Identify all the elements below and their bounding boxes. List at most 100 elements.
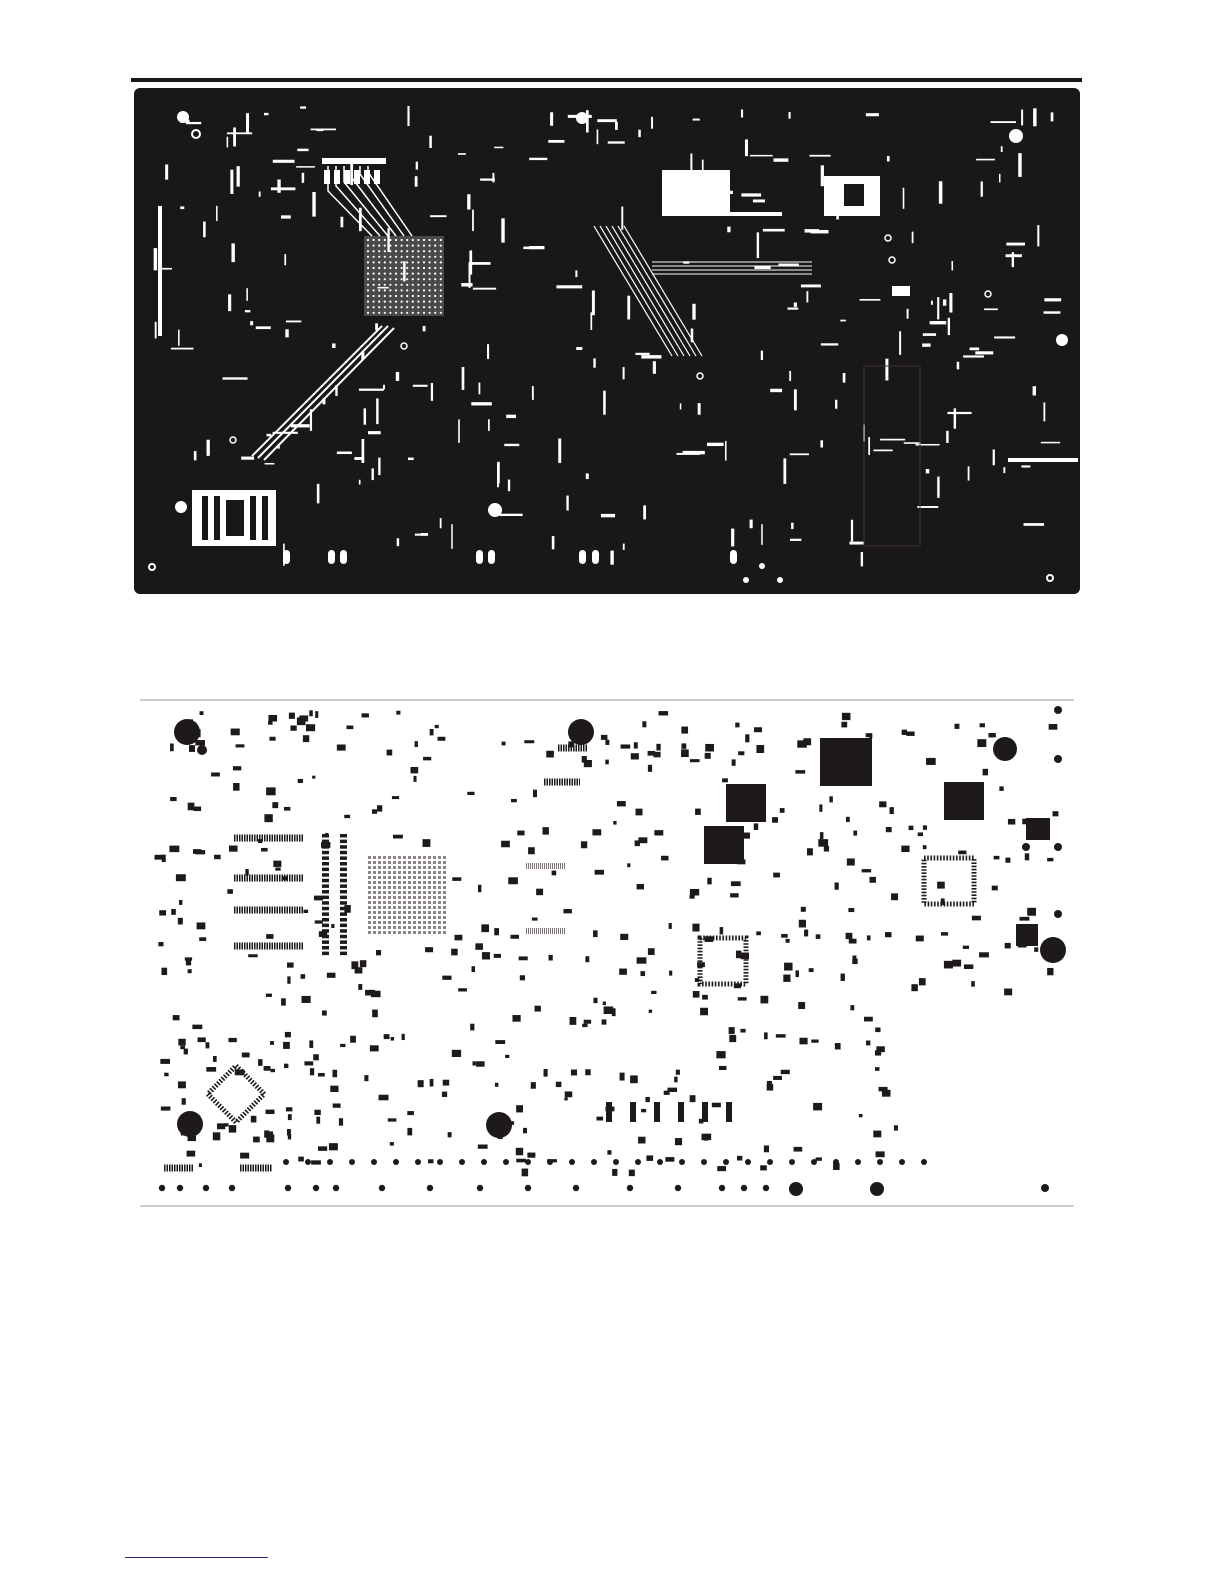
bga-ball [429,245,431,247]
smd-pad [322,851,329,855]
bga-pad [398,876,401,879]
bga-pad [393,906,396,909]
smd-pad [213,1132,221,1140]
bga-ball [367,250,369,252]
smd-pad [340,901,347,905]
trace-fragment [566,496,568,511]
trace-fragment [724,191,733,194]
smd-pad [372,1010,378,1018]
smd-pad [322,924,329,928]
bga-pad [393,881,396,884]
bga-pad [378,871,381,874]
smd-pad [371,991,381,997]
trace-fragment [635,353,649,355]
smd-pad [195,740,205,745]
smd-pad [801,907,806,912]
bga-pad [403,866,406,869]
smd-pad [535,1006,541,1012]
round-pad [675,1185,681,1191]
round-pad [627,1185,633,1191]
smd-pad [641,1109,646,1112]
trace-fragment [203,222,206,238]
smd-pad [211,772,220,776]
round-pad [719,1185,725,1191]
bga-pad [443,901,446,904]
smd-pad [384,1034,390,1039]
smd-pad [585,1069,590,1075]
bga-ball [378,284,380,286]
bga-ball [412,250,414,252]
trace-fragment [407,106,409,126]
trace-fragment [335,385,337,396]
round-pad [305,1159,311,1165]
smd-pad [741,953,749,960]
smd-pad [552,871,557,876]
smd-pad [268,715,277,722]
smd-pad [318,1073,325,1077]
trace-fragment [623,544,625,550]
bga-pad [388,926,391,929]
trace-fragment [1006,243,1025,246]
smd-pad [592,829,601,835]
bga-pad [433,891,436,894]
bga-ball [440,273,442,275]
bga-ball [395,245,397,247]
smd-pad [667,1088,677,1092]
bga-pad [403,901,406,904]
smd-pad [283,1042,290,1049]
trace-fragment [939,181,942,204]
bga-pad [418,916,421,919]
bga-ball [434,278,436,280]
trace-fragment [227,132,252,134]
smd-pad [501,841,510,847]
bga-pad [423,906,426,909]
bga-pad [408,911,411,914]
trace-fragment [430,215,447,217]
trace-fragment [741,193,761,196]
bga-ball [389,306,391,308]
smd-pad [340,924,347,928]
trace-fragment [586,473,589,479]
bga-pad [433,881,436,884]
round-pad [177,1185,183,1191]
bga-pad [443,861,446,864]
trace-fragment [259,191,261,196]
bga-pad [403,856,406,859]
smd-pad [315,920,323,923]
trace-fragment [506,415,516,418]
bga-pad [413,866,416,869]
smd-pad [849,939,857,944]
trace-fragment [984,308,998,310]
smd-pad [430,729,434,735]
smd-pad [964,964,973,969]
smd-pad [926,758,936,765]
bga-pad [428,856,431,859]
trace-fragment [337,452,352,455]
bga-pad [388,881,391,884]
bga-ball [429,273,431,275]
bga-pad [428,911,431,914]
bga-pad [443,881,446,884]
trace-fragment [458,153,466,155]
smd-pad [272,802,278,808]
smd-pad [224,1123,228,1126]
smd-pad [700,1008,708,1016]
smd-pad [941,932,948,935]
trace-fragment [904,442,921,444]
bga-pad [443,896,446,899]
smd-pad [443,1080,449,1086]
smd-pad [340,912,347,916]
bga-ball [417,250,419,252]
smd-pad [333,1103,341,1107]
smd-pad [495,1083,498,1087]
smd-pad [697,962,705,967]
smd-pad [309,1040,313,1048]
bga-ball [434,245,436,247]
trace-fragment [368,431,381,434]
bga-pad [368,886,371,889]
smd-pad [454,935,462,941]
smd-pad [726,1102,732,1122]
smd-pad [531,1082,536,1089]
smd-pad [423,757,431,761]
bga-ball [384,261,386,263]
